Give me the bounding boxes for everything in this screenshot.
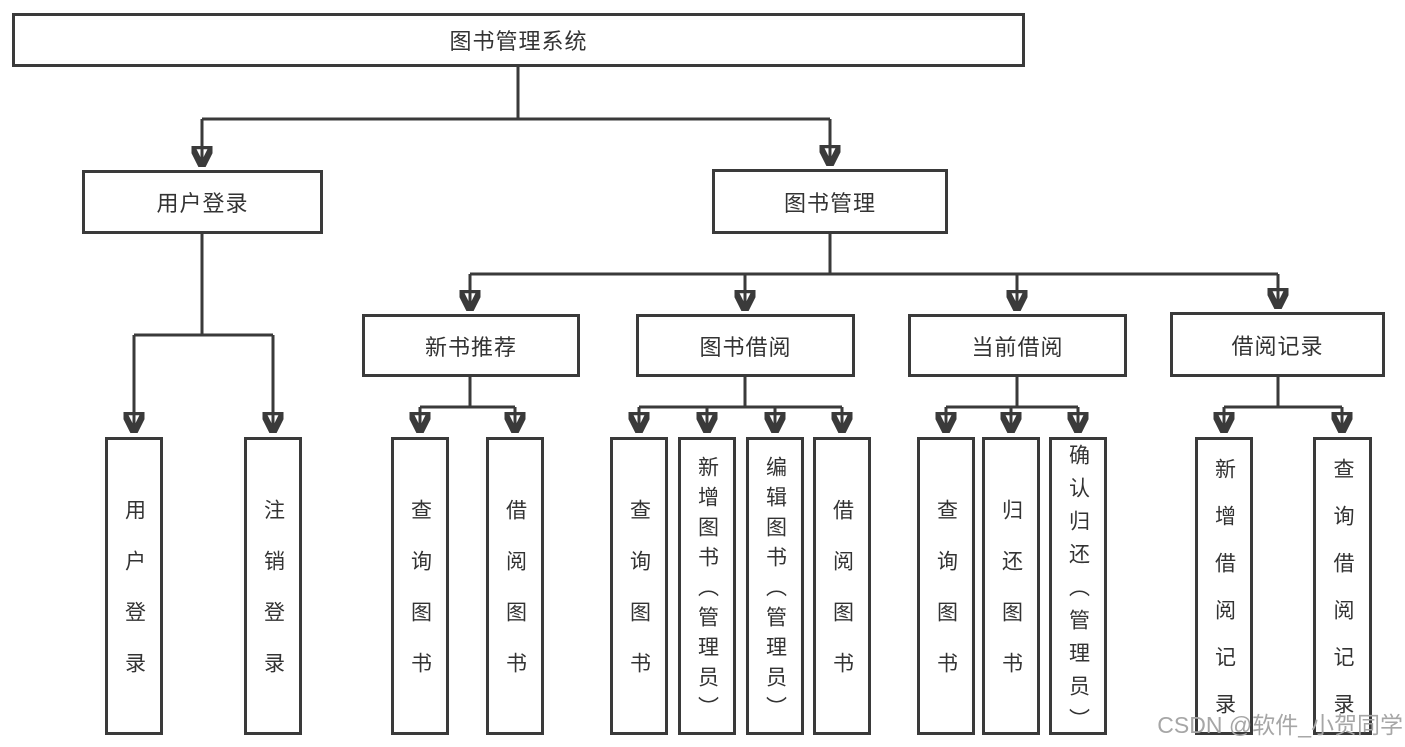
leaf-borrow-books-1: 借阅图书 xyxy=(486,437,544,735)
node-current-borrow: 当前借阅 xyxy=(908,314,1127,377)
leaf-return-books: 归还图书 xyxy=(982,437,1040,735)
leaf-query-books-3: 查询图书 xyxy=(917,437,975,735)
leaf-user-login-label: 用户登录 xyxy=(122,499,146,703)
node-borrow-record-label: 借阅记录 xyxy=(1231,333,1324,359)
leaf-add-borrow-record: 新增借阅记录 xyxy=(1195,437,1253,740)
node-book-management-label: 图书管理 xyxy=(783,190,876,216)
leaf-query-books-1: 查询图书 xyxy=(391,437,449,735)
leaf-confirm-return-admin-label: 确认归还（管理员） xyxy=(1066,443,1090,741)
node-root: 图书管理系统 xyxy=(12,13,1025,67)
node-book-borrow: 图书借阅 xyxy=(636,314,855,377)
node-book-borrow-label: 图书借阅 xyxy=(699,334,792,360)
leaf-borrow-books-2-label: 借阅图书 xyxy=(830,499,854,703)
leaf-user-login: 用户登录 xyxy=(105,437,163,735)
leaf-return-books-label: 归还图书 xyxy=(999,499,1023,703)
leaf-query-borrow-record-label: 查询借阅记录 xyxy=(1331,458,1354,740)
node-new-book-recommend: 新书推荐 xyxy=(362,314,580,377)
leaf-query-books-3-label: 查询图书 xyxy=(934,499,958,703)
leaf-edit-books-admin-label: 编辑图书（管理员） xyxy=(763,455,787,726)
node-current-borrow-label: 当前借阅 xyxy=(971,334,1064,360)
leaf-query-books-1-label: 查询图书 xyxy=(408,499,432,703)
leaf-query-books-2: 查询图书 xyxy=(610,437,668,735)
leaf-borrow-books-1-label: 借阅图书 xyxy=(503,499,527,703)
csdn-watermark: CSDN @软件_小贺同学 xyxy=(1157,712,1403,738)
node-user-login-label: 用户登录 xyxy=(156,191,249,216)
leaf-add-books-admin: 新增图书（管理员） xyxy=(678,437,736,735)
node-root-label: 图书管理系统 xyxy=(449,29,588,54)
node-borrow-record: 借阅记录 xyxy=(1170,312,1385,377)
leaf-add-borrow-record-label: 新增借阅记录 xyxy=(1212,458,1236,740)
leaf-query-books-2-label: 查询图书 xyxy=(627,499,651,703)
leaf-add-books-admin-label: 新增图书（管理员） xyxy=(695,455,719,726)
leaf-logout-label: 注销登录 xyxy=(261,499,285,703)
leaf-confirm-return-admin: 确认归还（管理员） xyxy=(1049,437,1107,741)
node-book-management: 图书管理 xyxy=(712,169,948,234)
leaf-borrow-books-2: 借阅图书 xyxy=(813,437,871,735)
leaf-edit-books-admin: 编辑图书（管理员） xyxy=(746,437,804,735)
node-new-book-recommend-label: 新书推荐 xyxy=(424,334,517,360)
node-user-login: 用户登录 xyxy=(82,170,323,234)
leaf-query-borrow-record: 查询借阅记录 xyxy=(1313,437,1372,740)
leaf-logout: 注销登录 xyxy=(244,437,302,735)
